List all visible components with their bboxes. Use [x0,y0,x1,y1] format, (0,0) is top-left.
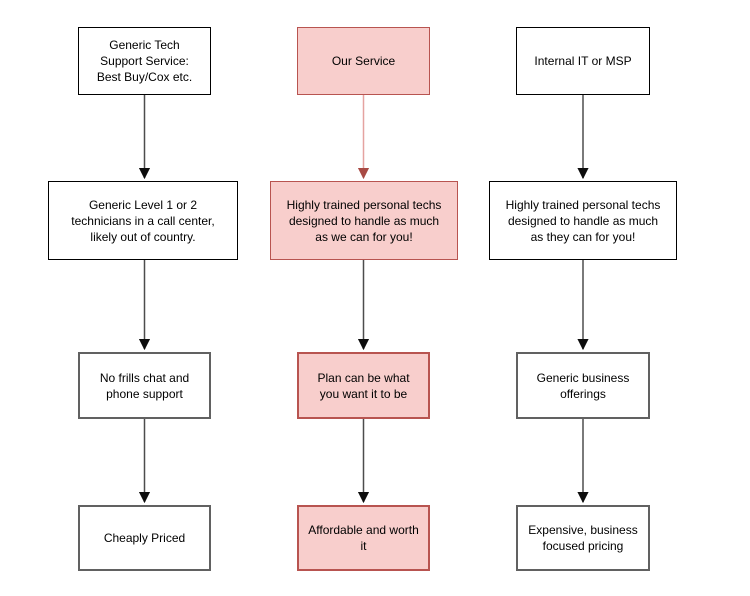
node-internal-it-msp: Internal IT or MSP [516,27,650,95]
node-no-frills-support: No frills chat and phone support [78,352,211,419]
node-affordable: Affordable and worth it [297,505,430,571]
node-expensive-pricing: Expensive, business focused pricing [516,505,650,571]
node-generic-tech-support: Generic Tech Support Service: Best Buy/C… [78,27,211,95]
node-our-service: Our Service [297,27,430,95]
node-our-trained-techs: Highly trained personal techs designed t… [270,181,458,260]
node-generic-technicians: Generic Level 1 or 2 technicians in a ca… [48,181,238,260]
node-flexible-plan: Plan can be what you want it to be [297,352,430,419]
node-generic-business-offerings: Generic business offerings [516,352,650,419]
node-cheaply-priced: Cheaply Priced [78,505,211,571]
node-msp-trained-techs: Highly trained personal techs designed t… [489,181,677,260]
